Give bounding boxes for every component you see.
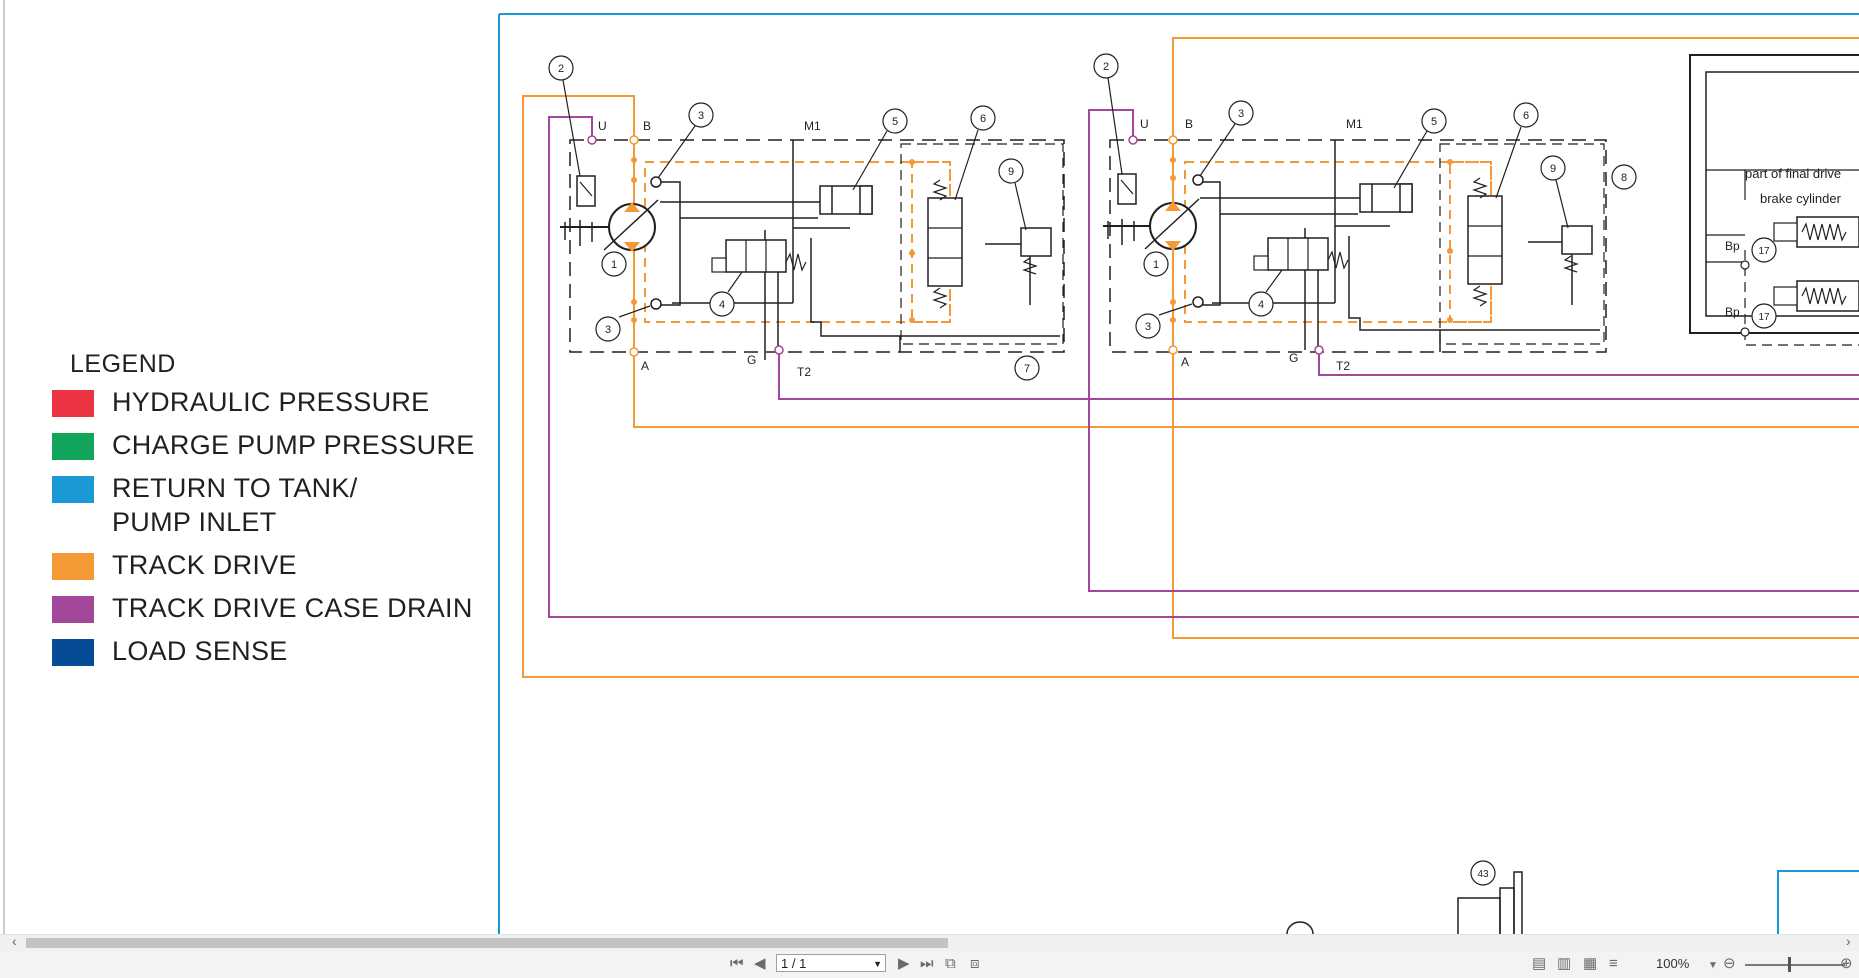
legend-label: LOAD SENSE xyxy=(112,636,288,666)
legend-item-hydraulic-pressure: HYDRAULIC PRESSURE xyxy=(52,385,492,419)
legend-swatch xyxy=(52,476,94,503)
port-b-right: B xyxy=(1185,117,1193,131)
right-motor-circuit: 2 3 5 6 9 8 1 3 4 U B M1 A G T2 xyxy=(1093,53,1637,373)
port-g: G xyxy=(747,353,756,367)
legend: LEGEND HYDRAULIC PRESSURE CHARGE PUMP PR… xyxy=(52,350,492,677)
horizontal-scrollbar[interactable]: ‹ › xyxy=(0,933,1859,952)
callout-17b: 17 xyxy=(1758,312,1770,323)
callout-1-right: 1 xyxy=(1153,259,1159,271)
callout-2: 2 xyxy=(558,63,564,75)
port-m1: M1 xyxy=(804,119,821,133)
callout-8: 8 xyxy=(1621,172,1627,184)
legend-swatch xyxy=(52,639,94,666)
callout-1: 1 xyxy=(611,259,617,271)
zoom-slider[interactable] xyxy=(1745,964,1845,966)
legend-swatch xyxy=(52,390,94,417)
first-page-icon[interactable]: ⏮ xyxy=(730,955,744,972)
port-a: A xyxy=(641,359,649,373)
port-b: B xyxy=(643,119,651,133)
legend-label: CHARGE PUMP PRESSURE xyxy=(112,430,475,460)
scroll-view-icon[interactable]: ≡ xyxy=(1609,955,1618,972)
callout-2-right: 2 xyxy=(1103,61,1109,73)
legend-label: HYDRAULIC PRESSURE xyxy=(112,387,430,417)
port-bp-b: Bp xyxy=(1725,305,1740,319)
legend-swatch xyxy=(52,553,94,580)
case-drain-lines xyxy=(548,109,1859,618)
port-a-right: A xyxy=(1181,355,1189,369)
next-page-icon[interactable]: ▶ xyxy=(898,955,910,972)
zoom-dropdown-icon[interactable]: ▼ xyxy=(1708,960,1718,971)
legend-item-charge-pump-pressure: CHARGE PUMP PRESSURE xyxy=(52,428,492,462)
scrollbar-thumb[interactable] xyxy=(26,938,948,948)
callout-6: 6 xyxy=(980,113,986,125)
two-page-view-icon[interactable]: ▦ xyxy=(1583,955,1598,972)
callout-4-right: 4 xyxy=(1258,299,1264,311)
note-final-drive: part of final drive xyxy=(1745,166,1841,181)
scroll-left-icon[interactable]: ‹ xyxy=(12,933,17,949)
callout-3b: 3 xyxy=(605,324,611,336)
previous-page-icon[interactable]: ◀ xyxy=(754,955,766,972)
scroll-right-icon[interactable]: › xyxy=(1846,933,1851,949)
legend-label: TRACK DRIVE CASE DRAIN xyxy=(112,593,473,623)
zoom-in-icon[interactable]: ⊕ xyxy=(1840,955,1853,972)
port-g-right: G xyxy=(1289,351,1298,365)
port-t2: T2 xyxy=(797,365,811,379)
legend-swatch xyxy=(52,596,94,623)
page-number-input[interactable]: 1 / 1▼ xyxy=(776,954,886,972)
port-m1-right: M1 xyxy=(1346,117,1363,131)
callout-6-right: 6 xyxy=(1523,110,1529,122)
zoom-slider-thumb[interactable] xyxy=(1788,957,1791,972)
final-drive-brake: part of final drive brake cylinder 17 17… xyxy=(1689,54,1859,346)
callout-9-right: 9 xyxy=(1550,163,1556,175)
callout-3: 3 xyxy=(698,110,704,122)
continuous-view-icon[interactable]: ▥ xyxy=(1557,955,1572,972)
reservoir-fragment xyxy=(1286,871,1523,934)
port-u-right: U xyxy=(1140,117,1149,131)
chevron-down-icon[interactable]: ▼ xyxy=(873,959,882,969)
callout-3-right: 3 xyxy=(1238,108,1244,120)
callout-3b-right: 3 xyxy=(1145,321,1151,333)
port-bp-a: Bp xyxy=(1725,239,1740,253)
legend-swatch xyxy=(52,433,94,460)
callout-17a: 17 xyxy=(1758,246,1770,257)
legend-title: LEGEND xyxy=(70,350,176,378)
hydraulic-schematic: 2 3 5 6 9 1 3 4 7 U B M1 A G T2 xyxy=(3,0,1859,934)
port-u: U xyxy=(598,119,607,133)
track-drive-lines xyxy=(522,37,1859,678)
rotate-icon[interactable]: ⧉ xyxy=(945,955,956,972)
viewer-toolbar: ⏮ ◀ 1 / 1▼ ▶ ⏭ ⧉ ⧈ ▤ ▥ ▦ ≡ 100% ▼ ⊖ ⊕ xyxy=(0,951,1859,978)
legend-item-load-sense: LOAD SENSE xyxy=(52,634,492,668)
port-t2-right: T2 xyxy=(1336,359,1350,373)
zoom-level[interactable]: 100% xyxy=(1656,956,1690,971)
callout-4: 4 xyxy=(719,299,725,311)
legend-item-track-drive: TRACK DRIVE xyxy=(52,548,492,582)
note-brake-cylinder: brake cylinder xyxy=(1760,191,1842,206)
return-line-bottom-right xyxy=(1777,870,1859,934)
legend-item-return-to-tank: RETURN TO TANK/PUMP INLET xyxy=(52,471,492,539)
callout-9: 9 xyxy=(1008,166,1014,178)
legend-item-track-drive-case-drain: TRACK DRIVE CASE DRAIN xyxy=(52,591,492,625)
single-page-view-icon[interactable]: ▤ xyxy=(1532,955,1547,972)
callout-7: 7 xyxy=(1024,363,1030,375)
callout-5-right: 5 xyxy=(1431,116,1437,128)
legend-label: RETURN TO TANK/PUMP INLET xyxy=(112,473,358,537)
legend-label: TRACK DRIVE xyxy=(112,550,297,580)
last-page-icon[interactable]: ⏭ xyxy=(920,955,934,972)
callout-5: 5 xyxy=(892,116,898,128)
callout-43: 43 xyxy=(1477,869,1489,880)
fit-page-icon[interactable]: ⧈ xyxy=(970,955,980,972)
left-motor-circuit: 2 3 5 6 9 1 3 4 7 U B M1 A G T2 xyxy=(548,55,1065,381)
zoom-out-icon[interactable]: ⊖ xyxy=(1723,955,1736,972)
